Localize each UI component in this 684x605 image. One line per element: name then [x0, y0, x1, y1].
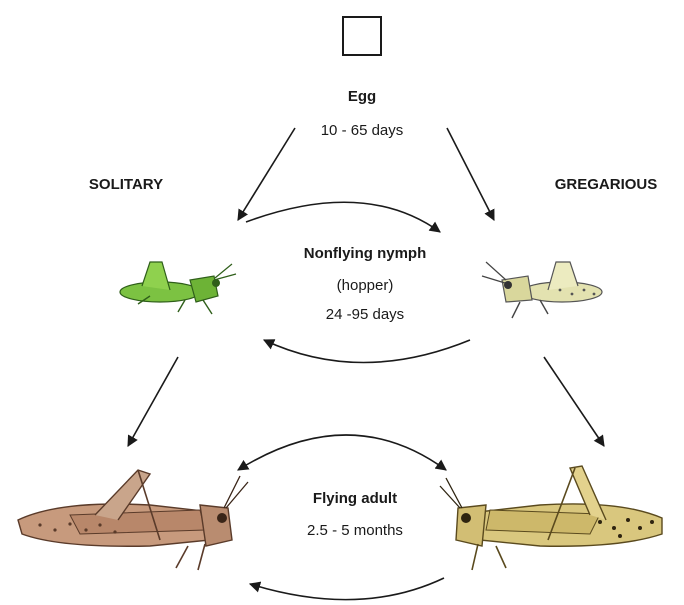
- adult-duration: 2.5 - 5 months: [290, 522, 420, 539]
- arrow-adult-gregarious-to-solitary: [250, 578, 444, 600]
- egg-duration: 10 - 65 days: [302, 122, 422, 139]
- arrow-egg-to-gregarious-nymph: [447, 128, 494, 220]
- solitary-nymph-illustration: [120, 262, 236, 314]
- gregarious-adult-illustration: [440, 466, 662, 570]
- egg-label: Egg: [332, 88, 392, 105]
- arrow-adult-solitary-to-gregarious: [238, 435, 446, 470]
- nymph-label: Nonflying nymph: [270, 245, 460, 262]
- arrow-egg-to-solitary-nymph: [238, 128, 295, 220]
- gregarious-phase-label: GREGARIOUS: [536, 176, 676, 193]
- arrow-nymph-gregarious-to-solitary: [264, 340, 470, 363]
- arrow-solitary-nymph-to-adult: [128, 357, 178, 446]
- adult-label: Flying adult: [290, 490, 420, 507]
- arrow-gregarious-nymph-to-adult: [544, 357, 604, 446]
- gregarious-nymph-illustration: [482, 262, 602, 318]
- solitary-phase-label: SOLITARY: [66, 176, 186, 193]
- nymph-duration: 24 -95 days: [300, 306, 430, 323]
- nymph-sublabel: (hopper): [300, 277, 430, 294]
- arrow-nymph-solitary-to-gregarious: [246, 202, 440, 232]
- egg-box: [343, 17, 381, 55]
- solitary-adult-illustration: [18, 470, 248, 570]
